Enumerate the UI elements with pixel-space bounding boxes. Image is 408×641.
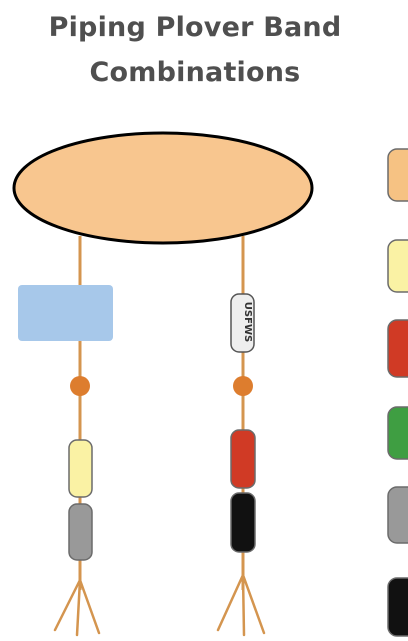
title-text-1b: Band bbox=[263, 12, 342, 43]
right-foot bbox=[216, 573, 266, 637]
legend-yellow-band bbox=[387, 239, 408, 293]
title-line-1: Piping Plover Band bbox=[0, 10, 390, 46]
right-metal-band bbox=[230, 293, 255, 353]
right-red-band bbox=[230, 429, 256, 489]
title-line-2: Combinations bbox=[89, 57, 301, 88]
bird-body bbox=[12, 131, 314, 245]
legend-red-band bbox=[387, 319, 408, 378]
title-text-1: Piping Plover bbox=[48, 12, 254, 43]
metal-band-text: USFWS bbox=[242, 302, 253, 342]
left-joint bbox=[70, 376, 90, 396]
right-black-band bbox=[230, 492, 256, 553]
left-foot bbox=[53, 578, 101, 637]
left-flag bbox=[18, 285, 113, 341]
legend-black-band bbox=[387, 577, 408, 637]
legend-gray-band bbox=[387, 486, 408, 544]
right-joint bbox=[233, 376, 253, 396]
legend-green-band bbox=[387, 406, 408, 460]
legend-orange-band bbox=[387, 148, 408, 202]
left-yellow-band bbox=[68, 439, 93, 498]
left-gray-band bbox=[68, 503, 93, 561]
